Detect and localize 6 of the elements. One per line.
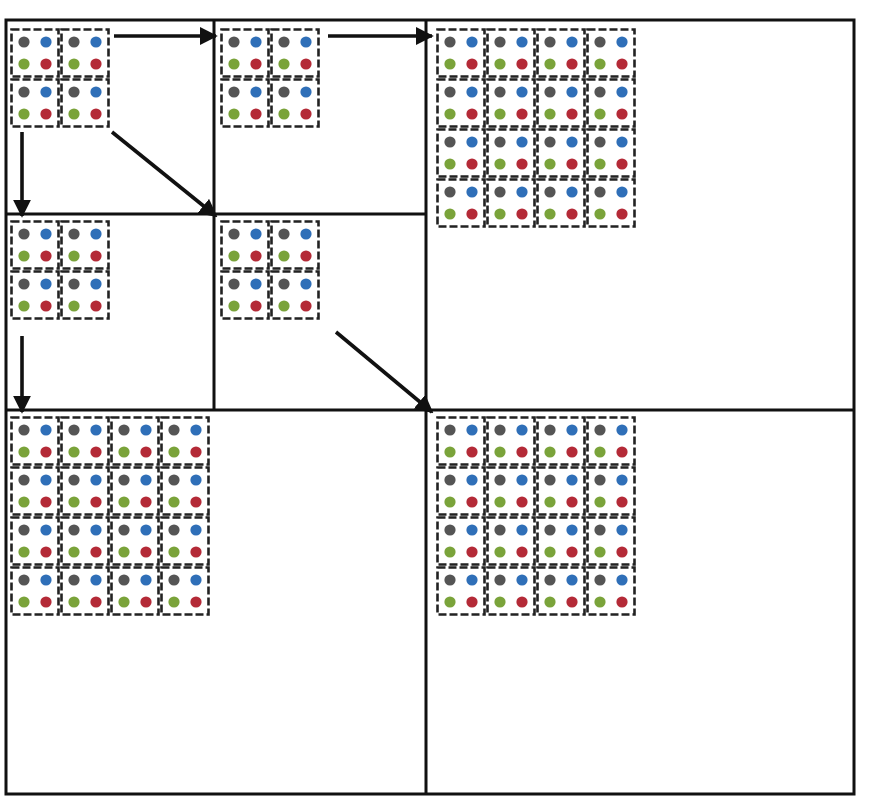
arrow bbox=[114, 27, 218, 45]
arrow bbox=[110, 130, 218, 218]
arrow bbox=[334, 330, 434, 414]
arrow bbox=[328, 27, 434, 45]
arrow bbox=[13, 336, 31, 414]
arrow bbox=[13, 132, 31, 218]
